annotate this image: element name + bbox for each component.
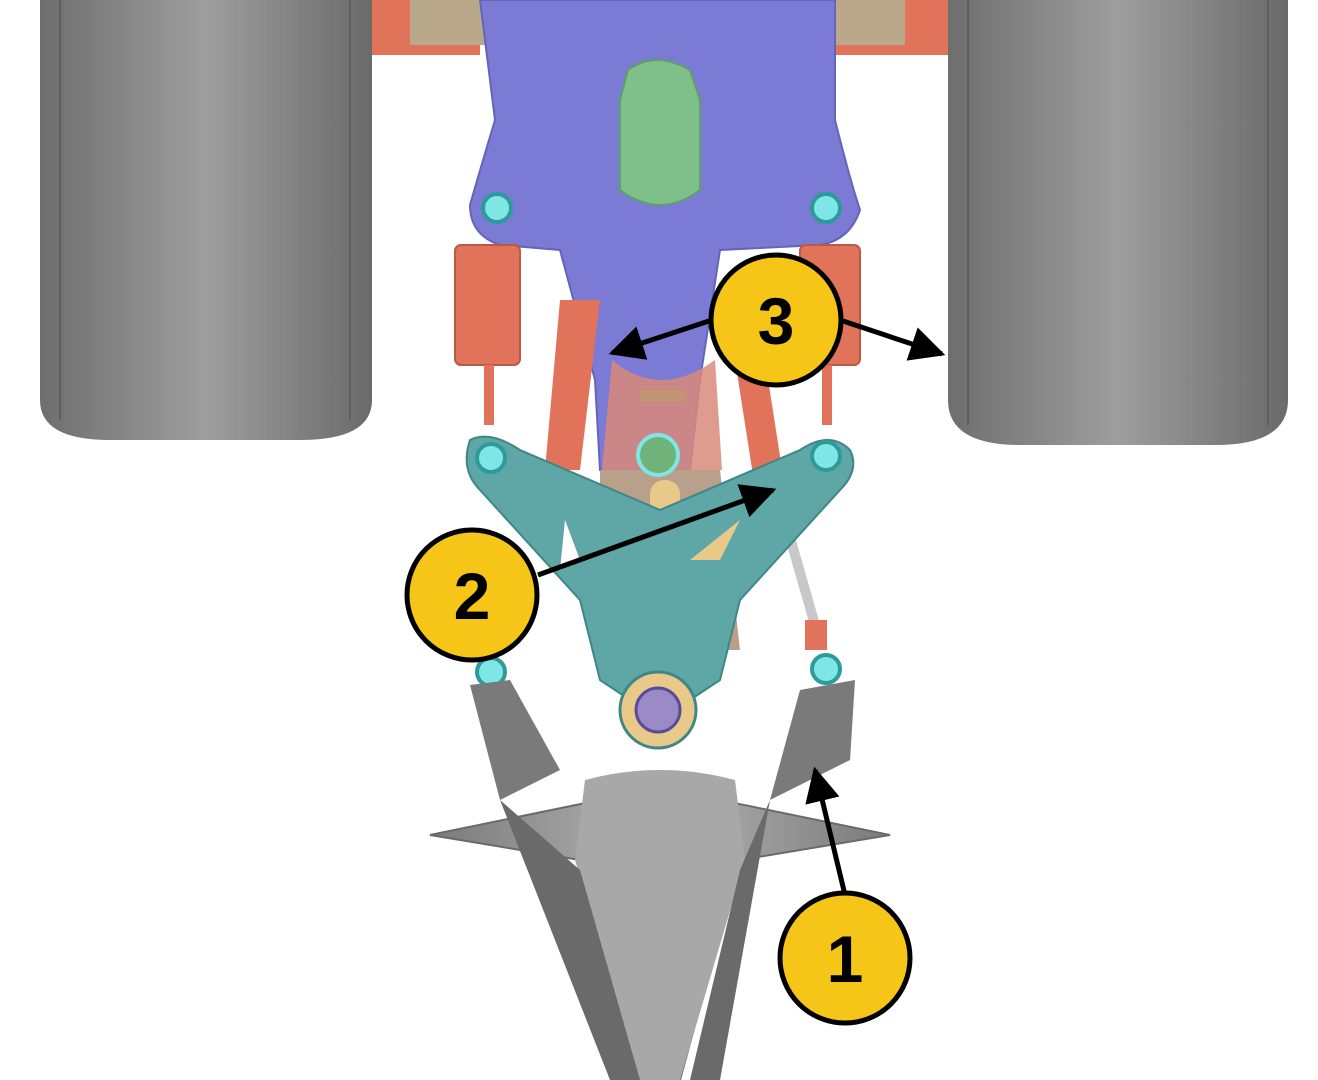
callout-2-label: 2	[454, 559, 491, 633]
callout-1-label: 1	[827, 922, 864, 996]
upper-frame	[372, 0, 948, 55]
callout-arrows	[537, 317, 946, 896]
callout-3-label: 3	[758, 284, 795, 358]
left-tire	[40, 0, 372, 440]
callout-2: 2	[404, 527, 540, 663]
right-tire	[948, 0, 1288, 445]
arrow-1	[805, 766, 848, 896]
arrow-3-left	[608, 317, 713, 360]
arrow-2	[537, 484, 777, 578]
callout-1: 1	[777, 890, 913, 1026]
left-shock-absorber	[454, 244, 600, 470]
callout-3: 3	[708, 252, 844, 388]
arrow-3-right	[839, 317, 946, 361]
nose-cone	[429, 680, 891, 1080]
